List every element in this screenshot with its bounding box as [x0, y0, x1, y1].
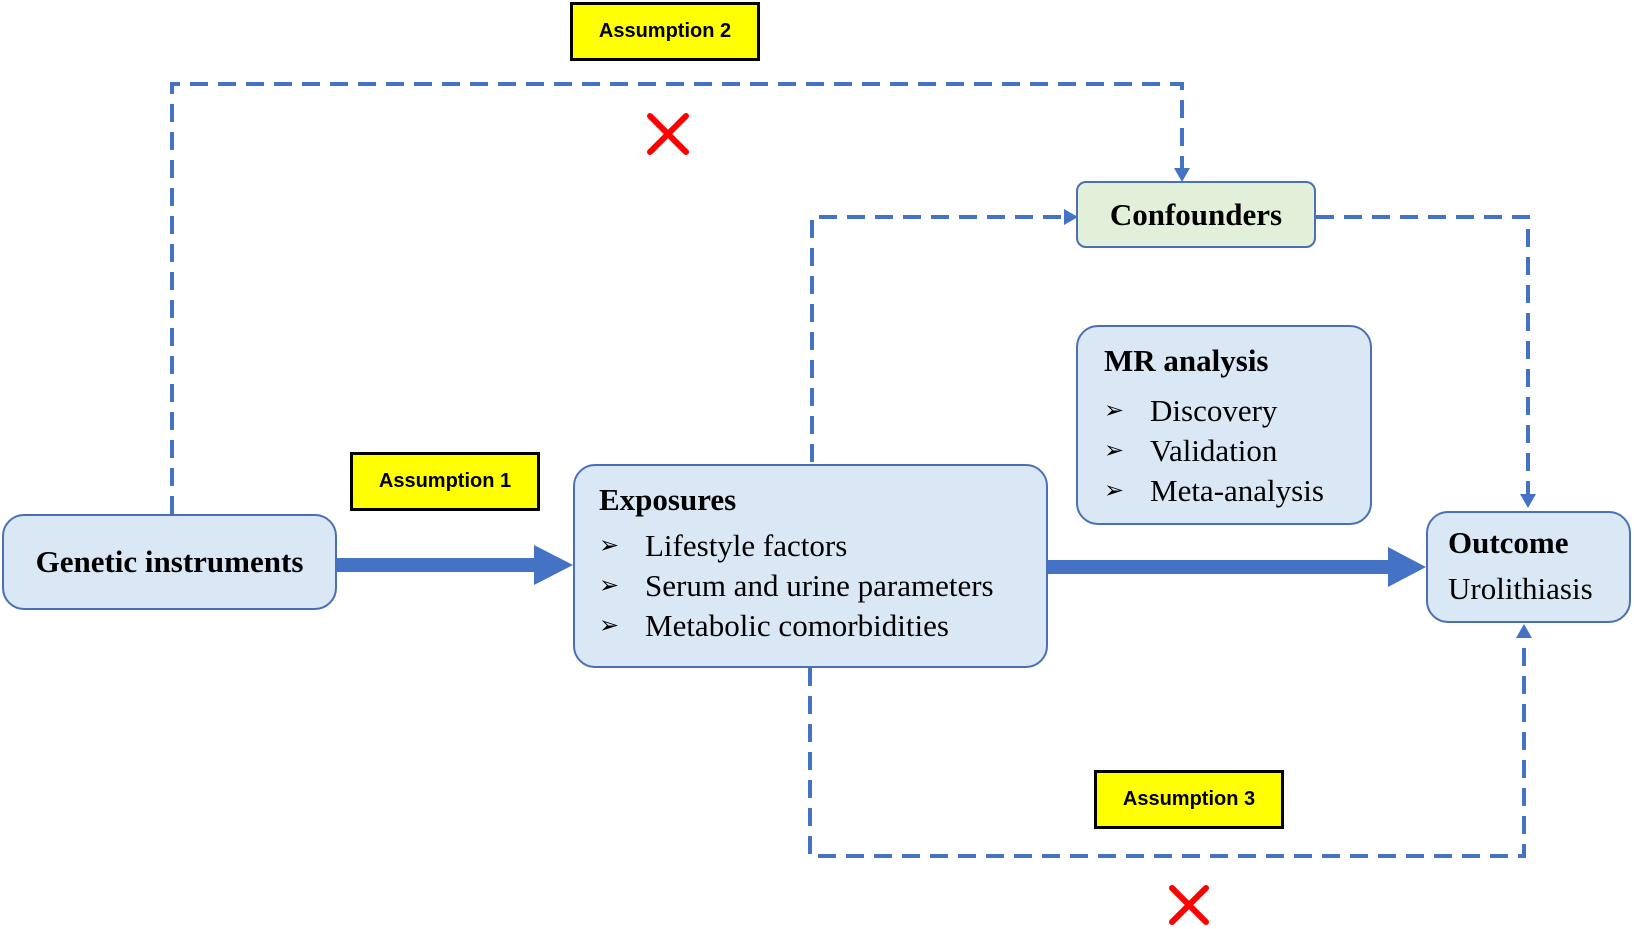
list-item: ➢Discovery	[1104, 391, 1344, 431]
arrow-bullet-icon: ➢	[1104, 398, 1125, 424]
genetic-exposure-arrow-shaft	[336, 558, 536, 572]
list-item: ➢Lifestyle factors	[599, 526, 1022, 566]
mr-analysis-node: MR analysis ➢Discovery ➢Validation ➢Meta…	[1076, 325, 1372, 525]
genetic-exposure-arrowhead	[534, 545, 573, 585]
list-item: ➢Serum and urine parameters	[599, 566, 1022, 606]
assumption-3-tag: Assumption 3	[1094, 770, 1284, 829]
exposures-node: Exposures ➢Lifestyle factors ➢Serum and …	[573, 464, 1048, 668]
confounders-label: Confounders	[1109, 196, 1283, 232]
assumption2-arrowhead	[1174, 168, 1190, 182]
exposure-outcome-arrow-shaft	[1048, 560, 1390, 574]
assumption3-dashed-path	[808, 638, 1526, 858]
arrow-bullet-icon: ➢	[599, 533, 620, 559]
arrow-bullet-icon: ➢	[599, 613, 620, 639]
list-item: ➢Validation	[1104, 431, 1344, 471]
confounders-node: Confounders	[1076, 181, 1316, 248]
arrow-bullet-icon: ➢	[1104, 478, 1125, 504]
list-item: ➢Metabolic comorbidities	[599, 606, 1022, 646]
assumption2-cross-icon	[647, 113, 689, 155]
assumption3-cross-icon	[1169, 885, 1209, 925]
arrow-bullet-icon: ➢	[599, 573, 620, 599]
genetic-instruments-node: Genetic instruments	[2, 514, 337, 610]
outcome-subtitle: Urolithiasis	[1448, 571, 1593, 606]
assumption-1-tag: Assumption 1	[350, 452, 540, 511]
assumption-2-tag: Assumption 2	[570, 2, 760, 61]
exposure-outcome-arrowhead	[1388, 547, 1426, 587]
mr-analysis-title: MR analysis	[1104, 343, 1269, 378]
exposure-confounder-arrowhead	[1064, 209, 1078, 225]
confounder-outcome-dashed-path	[1316, 215, 1530, 494]
assumption3-arrowhead	[1516, 624, 1532, 638]
exposures-list: ➢Lifestyle factors ➢Serum and urine para…	[599, 526, 1022, 646]
outcome-node: Outcome Urolithiasis	[1426, 511, 1631, 623]
exposures-title: Exposures	[599, 482, 737, 517]
list-item: ➢Meta-analysis	[1104, 471, 1344, 511]
assumption2-dashed-path	[170, 82, 1184, 514]
genetic-instruments-label: Genetic instruments	[35, 544, 304, 579]
mr-analysis-list: ➢Discovery ➢Validation ➢Meta-analysis	[1104, 391, 1344, 511]
confounder-outcome-arrowhead	[1520, 494, 1536, 508]
exposure-confounder-dashed-path	[810, 215, 1068, 462]
outcome-title: Outcome	[1448, 525, 1569, 560]
arrow-bullet-icon: ➢	[1104, 438, 1125, 464]
